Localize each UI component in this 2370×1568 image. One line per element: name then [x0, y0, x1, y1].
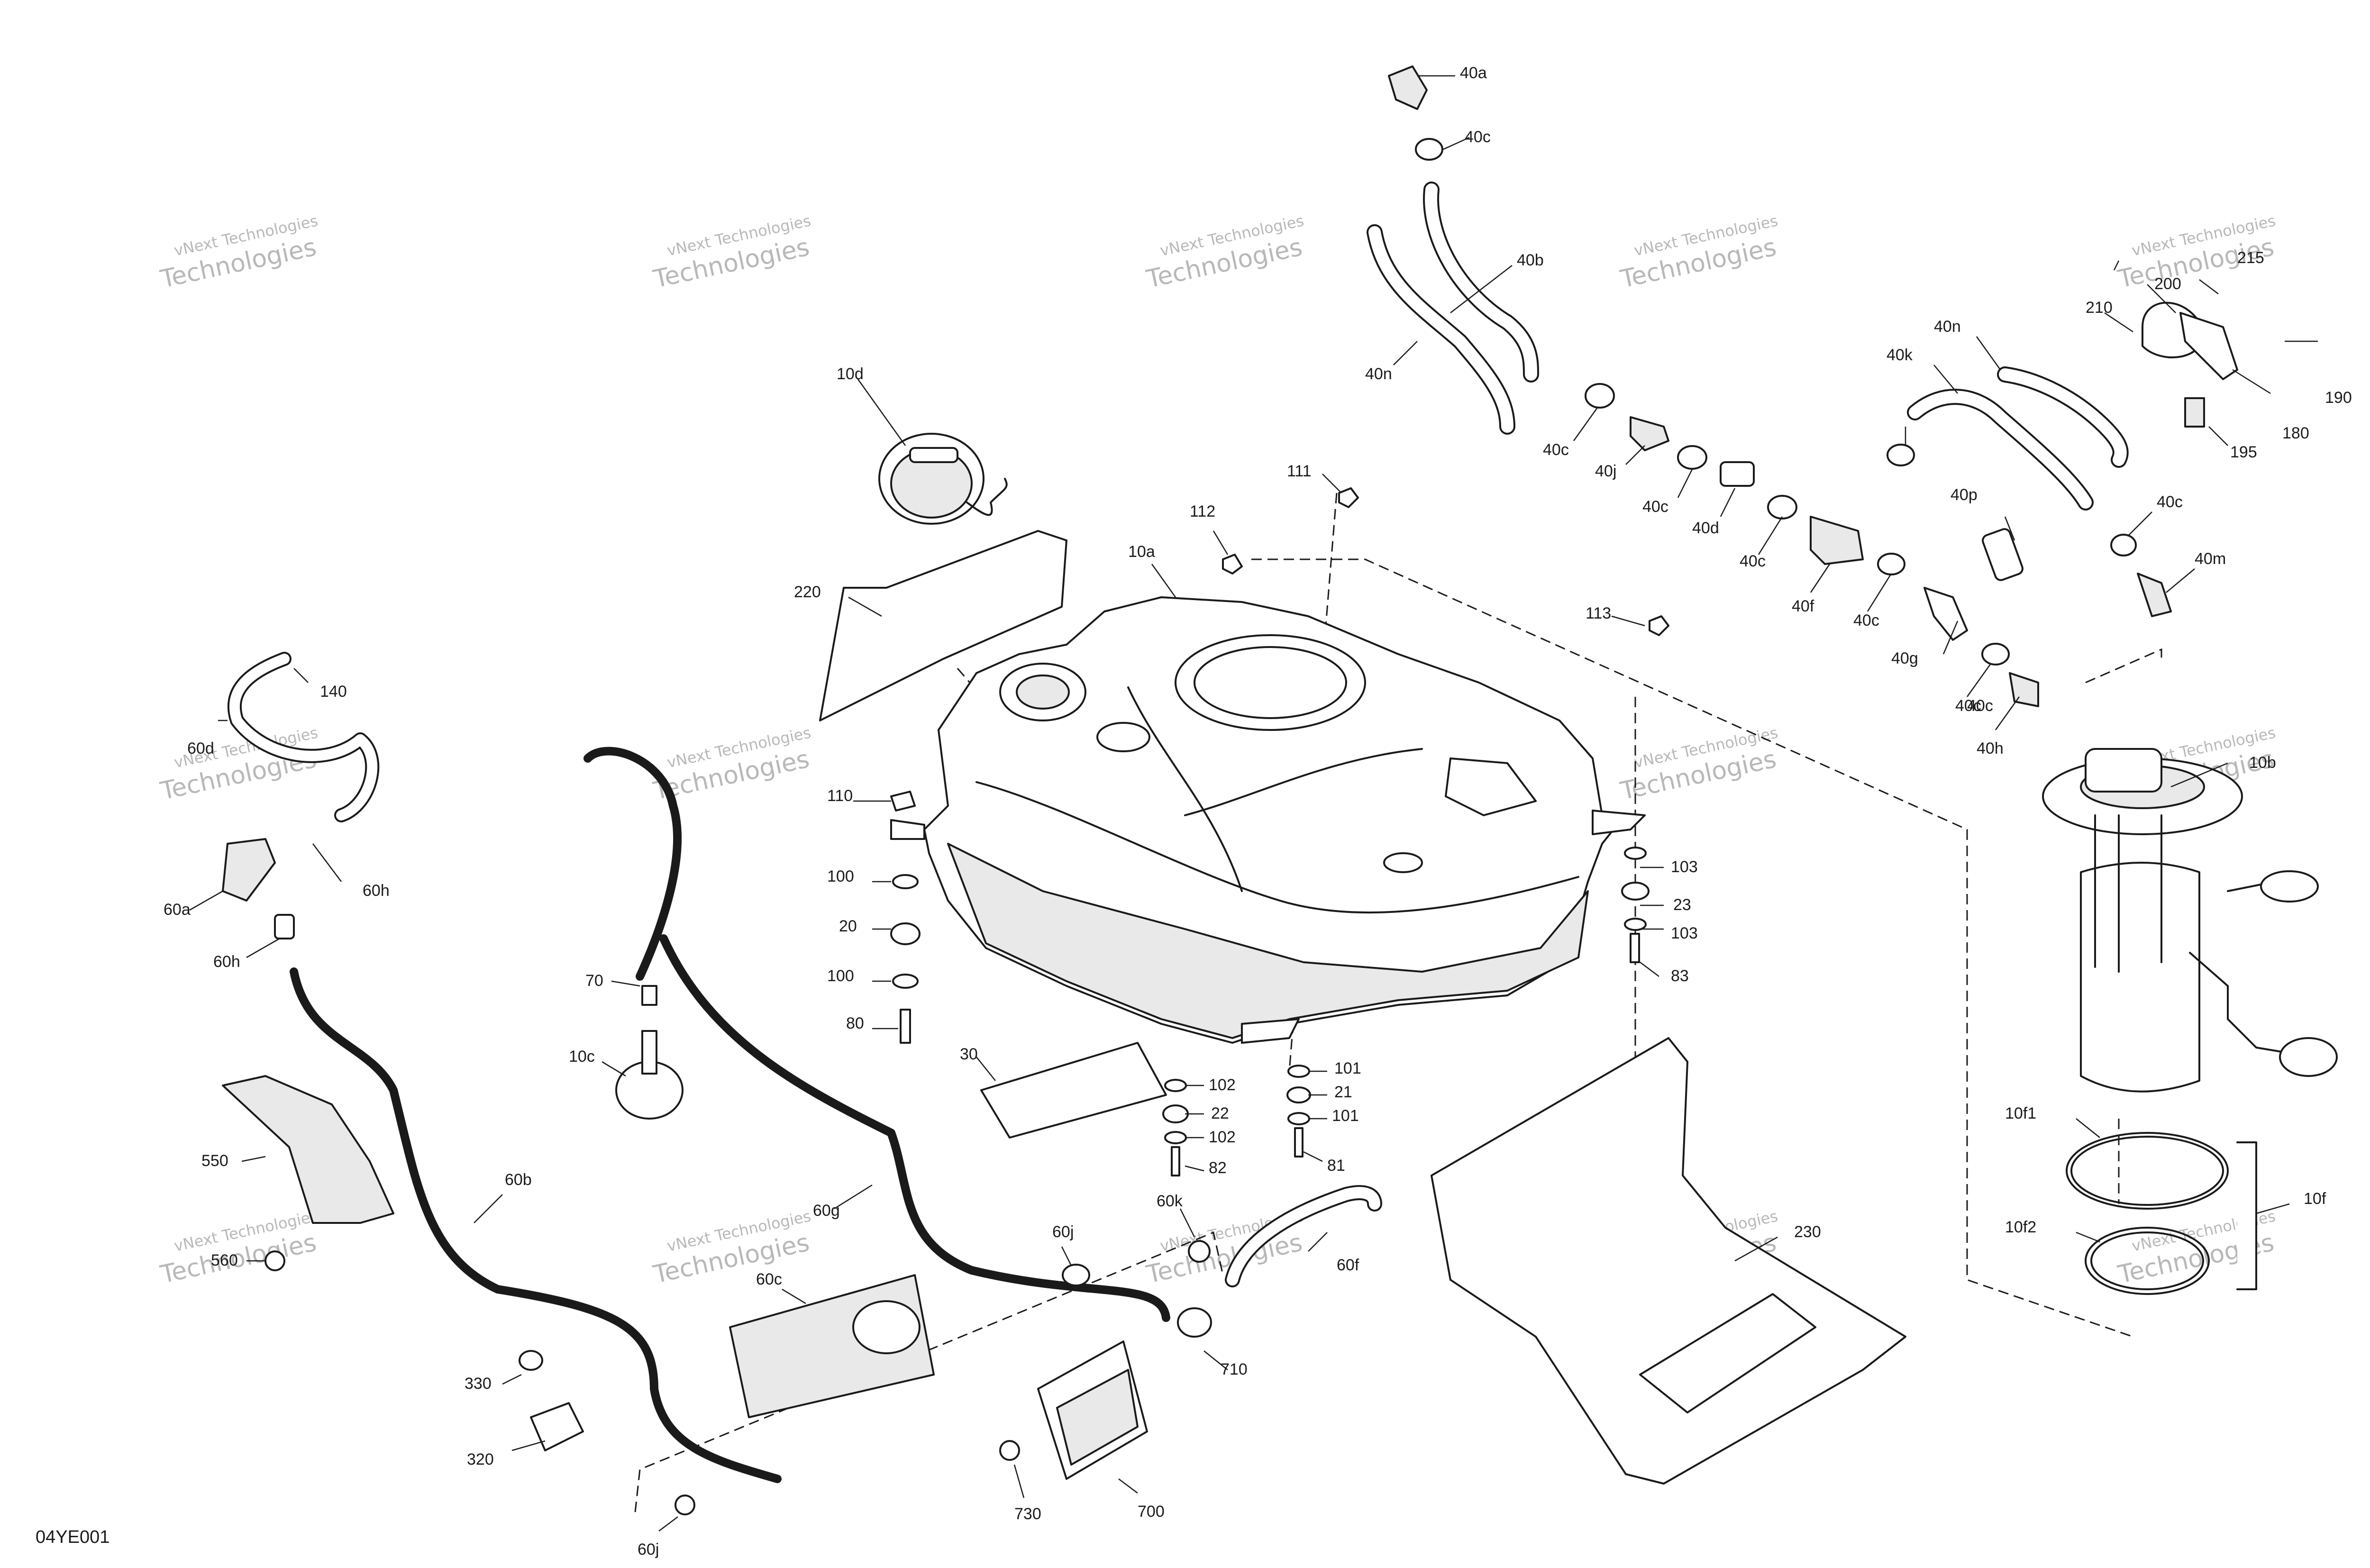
callout-label: 10a	[1128, 543, 1155, 561]
callout-label: 60h	[213, 953, 240, 971]
callout-label: 330	[465, 1375, 492, 1393]
callout-label: 60a	[164, 901, 191, 919]
callout-label: 700	[1138, 1503, 1165, 1521]
callout-label: 40f	[1792, 597, 1814, 615]
heat-shield-220	[819, 530, 1067, 721]
callout-label: 40c	[1955, 697, 1981, 715]
callout-label: 710	[1221, 1360, 1248, 1378]
callout-label: 10b	[2249, 754, 2276, 772]
callout-label: 40a	[1460, 64, 1487, 82]
callout-label: 112	[1190, 502, 1215, 520]
callout-label: 70	[585, 972, 603, 990]
fuel-pump-assembly	[2042, 748, 2338, 1093]
skid-plate-230	[1431, 1037, 1906, 1485]
callout-label: 111	[1287, 462, 1312, 480]
callout-label: 320	[467, 1450, 494, 1468]
callout-label: 60j	[638, 1541, 659, 1559]
diagram-code: 04YE001	[36, 1527, 109, 1547]
callout-label: 140	[320, 683, 347, 701]
callout-label: 40j	[1595, 462, 1616, 480]
callout-label: 102	[1209, 1128, 1236, 1146]
callout-label: 60k	[1157, 1192, 1183, 1210]
callout-label: 190	[2325, 389, 2352, 407]
callout-label: 101	[1332, 1107, 1359, 1125]
callout-label: 60g	[813, 1202, 840, 1220]
callout-label: 101	[1334, 1059, 1361, 1077]
callout-label: 22	[1211, 1104, 1229, 1122]
callout-label: 230	[1794, 1223, 1821, 1241]
callout-label: 60f	[1337, 1256, 1359, 1274]
callout-label: 40m	[2195, 550, 2226, 568]
callout-label: 215	[2237, 249, 2264, 267]
callout-label: 40p	[1951, 486, 1978, 504]
fuel-cap	[878, 433, 1008, 525]
callout-label: 40n	[1365, 365, 1392, 383]
callout-label: 40k	[1887, 346, 1913, 364]
callout-label: 40n	[1934, 318, 1961, 336]
callout-label: 40c	[1853, 611, 1879, 629]
callout-label: 103	[1671, 858, 1698, 876]
callout-label: 23	[1673, 896, 1691, 914]
evap-hose-set	[222, 652, 1382, 1515]
callout-label: 195	[2230, 443, 2257, 461]
callout-label: 110	[827, 787, 853, 805]
callout-label: 40g	[1891, 649, 1918, 667]
callout-label: 60c	[756, 1270, 782, 1288]
callout-label: 60j	[1052, 1223, 1074, 1241]
callout-label: 40b	[1517, 251, 1544, 269]
callout-label: 60d	[187, 739, 214, 757]
callout-label: 10f1	[2005, 1104, 2036, 1122]
callout-label: 40c	[1543, 441, 1569, 459]
callout-label: 83	[1671, 967, 1689, 985]
vent-hose-set	[1367, 65, 2238, 707]
callout-label: 40c	[1465, 128, 1491, 146]
pad-30	[980, 1042, 1167, 1139]
tank-hardware	[890, 487, 1669, 1176]
callout-label: 40h	[1977, 739, 2004, 757]
callout-label: 40d	[1692, 519, 1719, 537]
callout-label: 40c	[1740, 552, 1766, 570]
callout-label: 10f2	[2005, 1218, 2036, 1236]
callout-label: 20	[839, 917, 857, 935]
callout-label: 81	[1327, 1157, 1345, 1175]
fuel-tank	[890, 596, 1646, 1044]
callout-label: 40c	[1967, 697, 1993, 715]
callout-label: 102	[1209, 1076, 1236, 1094]
callout-label: 200	[2154, 275, 2181, 293]
callout-labels: 40a40c40b40n40c40j40c40d40c40f40k40n40c4…	[164, 64, 2352, 1559]
callout-label: 82	[1209, 1159, 1227, 1177]
callout-label: 80	[846, 1014, 864, 1032]
callout-label: 550	[201, 1152, 228, 1170]
callout-label: 560	[211, 1251, 238, 1269]
callout-label: 60h	[363, 882, 390, 900]
callout-label: 210	[2086, 299, 2113, 317]
callout-label: 730	[1014, 1505, 1041, 1523]
leader-lines	[189, 75, 2318, 1532]
callout-label: 10d	[837, 365, 864, 383]
callout-label: 30	[960, 1045, 978, 1063]
callout-label: 180	[2282, 424, 2309, 442]
callout-label: 113	[1586, 604, 1611, 622]
pump-seals	[2066, 1132, 2257, 1295]
callout-label: 40c	[2157, 493, 2183, 511]
callout-label: 40c	[1642, 498, 1668, 516]
callout-label: 100	[827, 867, 854, 885]
callout-label: 220	[794, 583, 821, 601]
callout-label: 60b	[505, 1171, 532, 1189]
callout-label: 100	[827, 967, 854, 985]
callout-label: 21	[1334, 1083, 1352, 1101]
callout-label: 10c	[569, 1048, 595, 1066]
callout-label: 103	[1671, 924, 1698, 942]
callout-label: 10f	[2304, 1190, 2326, 1208]
